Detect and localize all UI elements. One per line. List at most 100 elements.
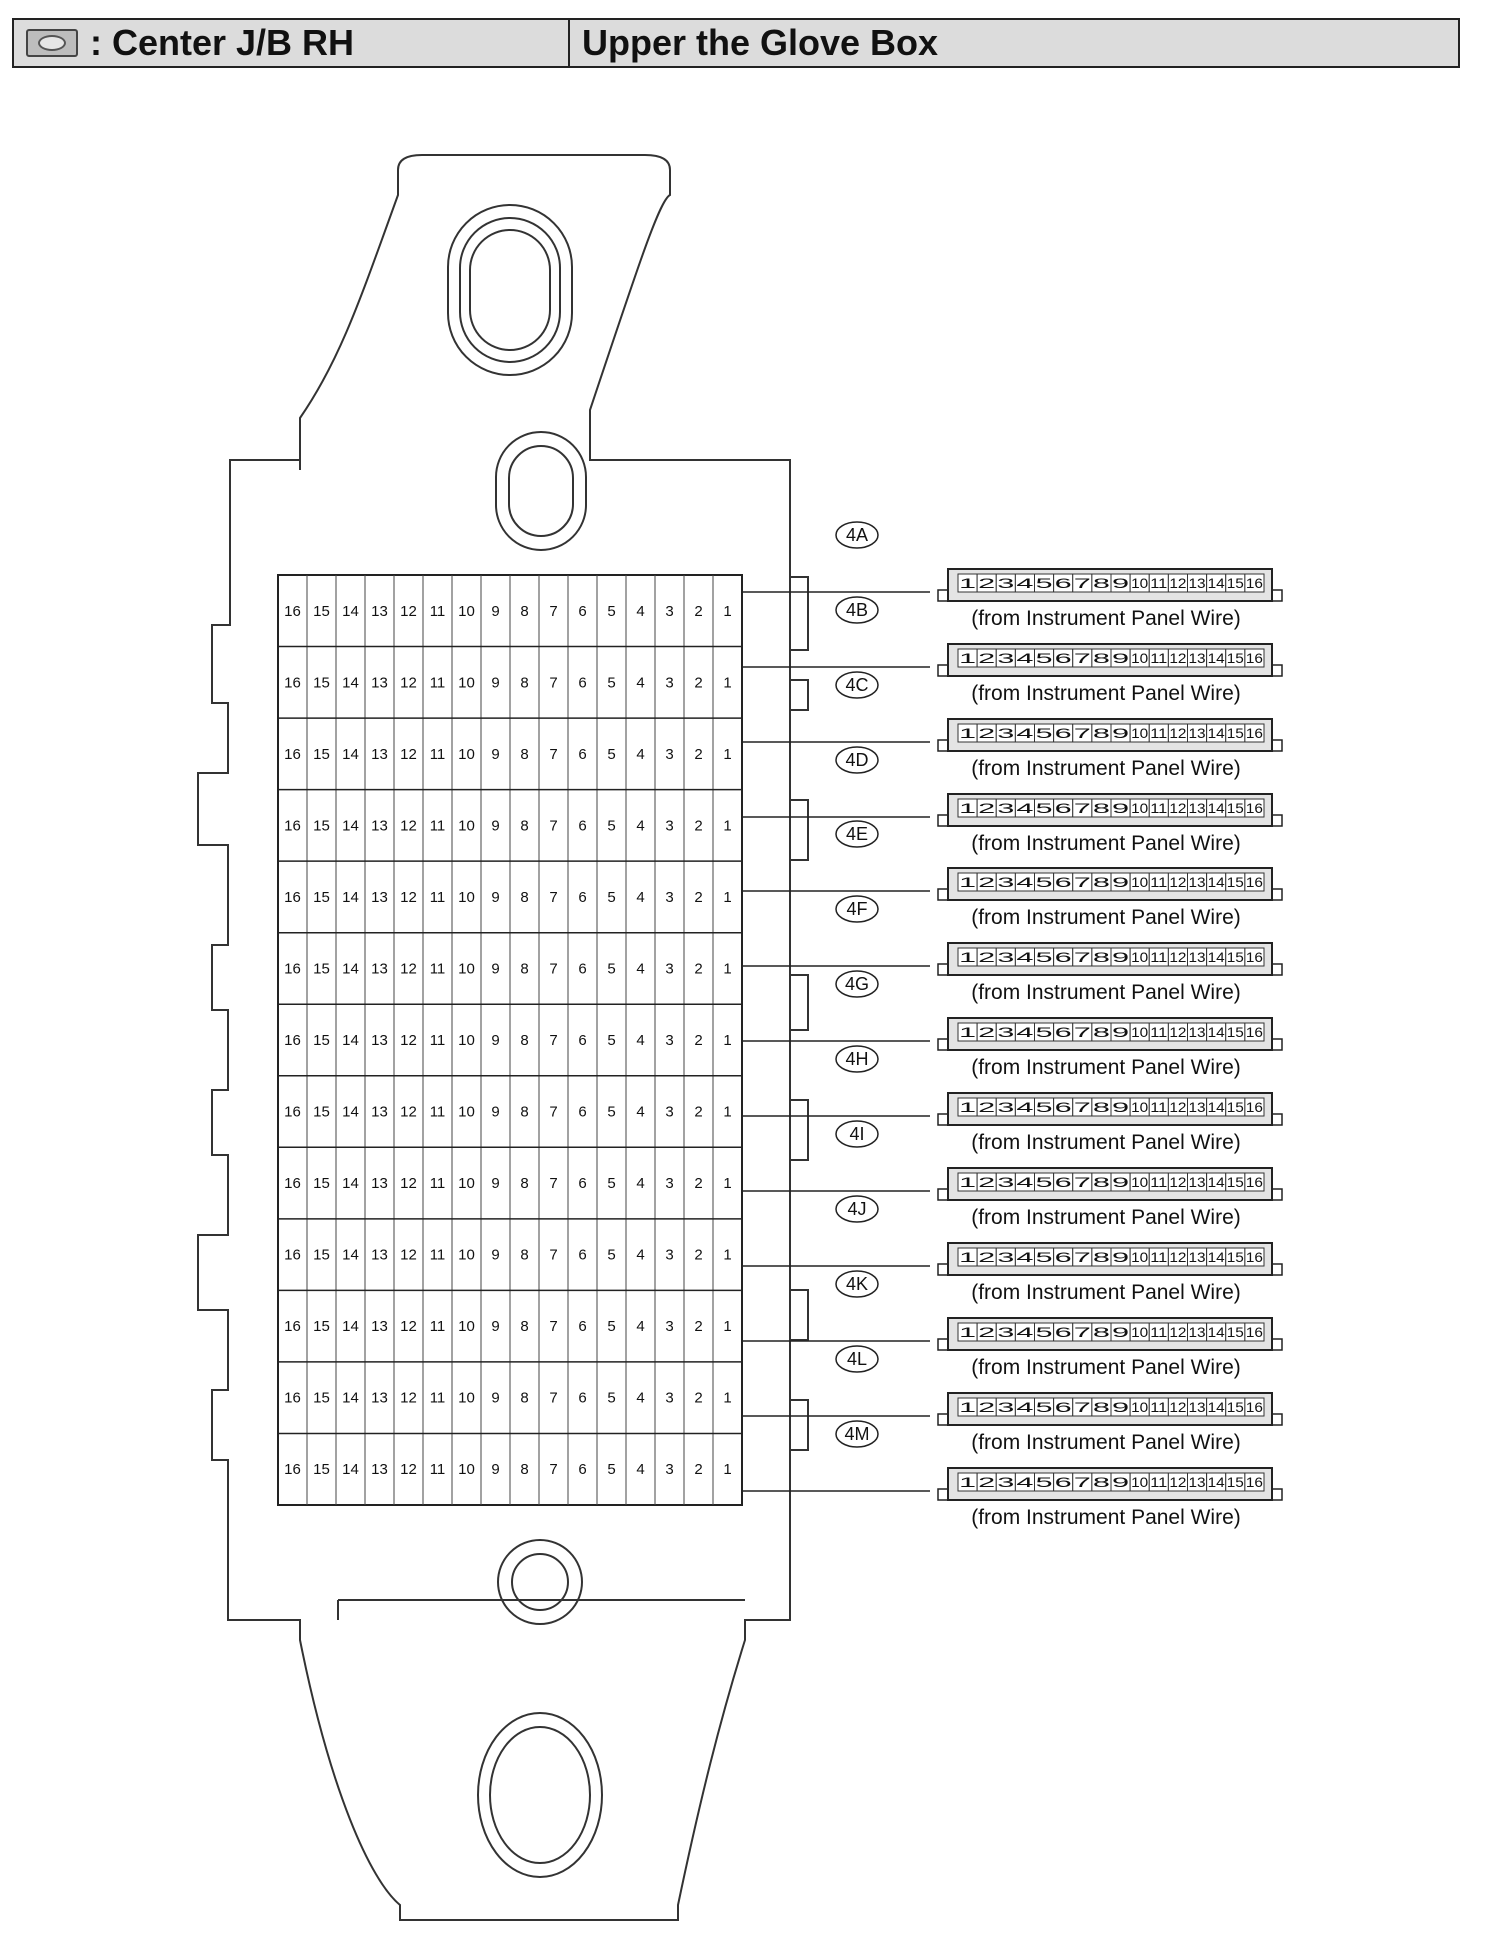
connector-pin-number: 11	[1150, 874, 1167, 890]
pin-number: 12	[400, 603, 417, 620]
connector-pin-number: 9	[1112, 1324, 1130, 1340]
connector-latch-left	[937, 1113, 949, 1126]
connector-source: (from Instrument Panel Wire)	[971, 906, 1241, 929]
connector-pin-number: 4	[1016, 949, 1034, 965]
connector-pin-number: 15	[1227, 1024, 1244, 1040]
connector-pin-number: 9	[1112, 949, 1130, 965]
connector-pin-number: 16	[1246, 949, 1263, 965]
pin-number: 5	[607, 889, 615, 906]
pin-number: 6	[578, 603, 586, 620]
connector-pin-number: 9	[1112, 1474, 1130, 1490]
connector-label-badge	[835, 895, 879, 923]
connector-pin-number: 1	[959, 1474, 977, 1490]
pin-number: 15	[313, 817, 330, 834]
connector-pin-number: 12	[1169, 575, 1186, 591]
connector-pin-number: 7	[1074, 800, 1092, 816]
pin-number: 2	[694, 1175, 702, 1192]
pin-number: 9	[491, 817, 499, 834]
pin-number: 12	[400, 1032, 417, 1049]
pin-number: 9	[491, 960, 499, 977]
pin-number: 1	[723, 1175, 731, 1192]
pin-number: 2	[694, 1461, 702, 1478]
pin-number: 4	[636, 1247, 644, 1264]
connector-pin-number: 6	[1055, 1324, 1073, 1340]
pin-number: 14	[342, 1390, 359, 1407]
connector-latch-left	[937, 739, 949, 752]
pin-number: 12	[400, 1247, 417, 1264]
pin-number: 9	[491, 674, 499, 691]
connector-pin-number: 2	[978, 1174, 996, 1190]
connector-pin-number: 11	[1150, 650, 1167, 666]
connector-pin-number: 2	[978, 1474, 996, 1490]
pin-number: 13	[371, 1247, 388, 1264]
pin-number: 6	[578, 817, 586, 834]
pin-number: 13	[371, 1032, 388, 1049]
connector-latch-right	[1271, 888, 1283, 901]
connector-pin-number: 16	[1246, 1174, 1263, 1190]
pin-number: 12	[400, 889, 417, 906]
connector-source: (from Instrument Panel Wire)	[971, 981, 1241, 1004]
pin-number: 5	[607, 1104, 615, 1121]
connector-pin-number: 14	[1208, 1174, 1225, 1190]
connector-label-badge	[835, 746, 879, 774]
pin-number: 8	[520, 960, 528, 977]
pin-number: 13	[371, 1175, 388, 1192]
pin-number: 16	[284, 1318, 301, 1335]
pin-number: 8	[520, 1175, 528, 1192]
pin-number: 1	[723, 603, 731, 620]
connector-pin-number: 2	[978, 725, 996, 741]
connector-pin-number: 11	[1150, 1399, 1167, 1415]
pin-number: 13	[371, 603, 388, 620]
connector-pin-number: 3	[997, 949, 1015, 965]
connector-pin-cell	[1244, 1472, 1265, 1492]
connector-pin-number: 14	[1208, 725, 1225, 741]
pin-number: 2	[694, 889, 702, 906]
connector-pin-number: 9	[1112, 1399, 1130, 1415]
pin-number: 2	[694, 817, 702, 834]
pin-number: 6	[578, 1318, 586, 1335]
connector-label-badge	[835, 1270, 879, 1298]
pin-number: 1	[723, 960, 731, 977]
connector-pin-number: 10	[1131, 1474, 1148, 1490]
connector-pin-number: 4	[1016, 725, 1034, 741]
connector-pin-number: 7	[1074, 725, 1092, 741]
connector-pin-number: 12	[1169, 1099, 1186, 1115]
connector-pin-number: 12	[1169, 874, 1186, 890]
connector-pin-number: 8	[1093, 575, 1111, 591]
pin-number: 10	[458, 1175, 475, 1192]
connector-source: (from Instrument Panel Wire)	[971, 607, 1241, 630]
connector-pin-number: 4	[1016, 800, 1034, 816]
connector-pin-number: 6	[1055, 575, 1073, 591]
connector-pin-number: 5	[1036, 949, 1054, 965]
connector-latch-left	[937, 1263, 949, 1276]
connector-pin-number: 4	[1016, 650, 1034, 666]
pin-number: 14	[342, 1318, 359, 1335]
connector-pin-number: 10	[1131, 650, 1148, 666]
pin-number: 16	[284, 674, 301, 691]
connector-label-badge	[835, 671, 879, 699]
connector-pin-number: 12	[1169, 1474, 1186, 1490]
pin-number: 4	[636, 603, 644, 620]
pin-number: 4	[636, 960, 644, 977]
pin-number: 11	[430, 889, 446, 906]
connector-label-badge	[835, 1120, 879, 1148]
connector-pin-number: 11	[1150, 1249, 1167, 1265]
pin-number: 14	[342, 1461, 359, 1478]
pin-number: 11	[430, 1390, 446, 1407]
connector-pin-number: 7	[1074, 575, 1092, 591]
pin-number: 11	[430, 960, 446, 977]
housing-side-tab	[790, 679, 809, 711]
pin-number: 14	[342, 817, 359, 834]
connector-pin-number: 4	[1016, 874, 1034, 890]
connector-pin-number: 6	[1055, 650, 1073, 666]
connector-pin-number: 13	[1189, 650, 1206, 666]
pin-number: 5	[607, 1318, 615, 1335]
connector-pin-number: 9	[1112, 725, 1130, 741]
connector-pin-number: 7	[1074, 1099, 1092, 1115]
connector-pin-number: 6	[1055, 874, 1073, 890]
connector-pin-number: 7	[1074, 1249, 1092, 1265]
pin-number: 6	[578, 1032, 586, 1049]
